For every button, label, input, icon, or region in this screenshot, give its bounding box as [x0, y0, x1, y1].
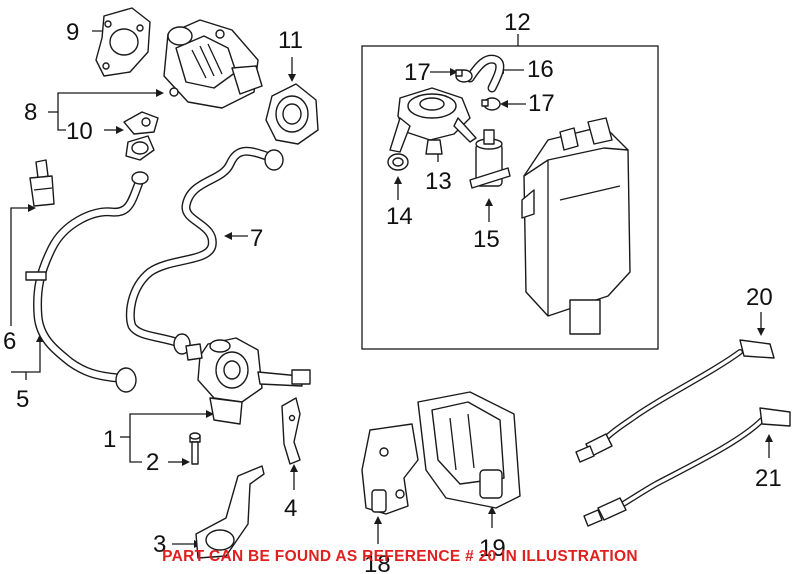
- callout-13: 13: [425, 168, 452, 195]
- part-17-clamp-lower: [481, 97, 501, 111]
- leader-lines: [10, 27, 773, 548]
- callout-18: 18: [364, 551, 391, 574]
- callout-4: 4: [284, 495, 297, 522]
- callout-20: 20: [746, 284, 773, 311]
- part-18-heat-shield: [361, 423, 419, 515]
- callout-5: 5: [16, 386, 29, 413]
- part-1-air-pump: [185, 337, 311, 425]
- part-4-bracket: [281, 397, 301, 465]
- part-19-heat-shield: [417, 391, 521, 509]
- part-11-cover: [265, 83, 319, 145]
- part-14-connector: [387, 153, 409, 171]
- part-16-hose: [465, 54, 505, 93]
- part-3-bracket: [195, 465, 265, 559]
- footer-note: PART CAN BE FOUND AS REFERENCE # 20 IN I…: [162, 548, 638, 565]
- callout-8: 8: [24, 99, 37, 126]
- callout-7: 7: [250, 225, 263, 252]
- part-10-connector: [123, 111, 159, 161]
- callout-17-upper: 17: [404, 59, 431, 86]
- callout-2: 2: [146, 449, 159, 476]
- callout-14: 14: [386, 203, 413, 230]
- callout-15: 15: [473, 226, 500, 253]
- callout-3: 3: [153, 531, 166, 558]
- part-2-bolt: [189, 432, 201, 465]
- part-12-canister: [521, 117, 631, 335]
- part-20-oxygen-sensor: [575, 339, 775, 463]
- callout-9: 9: [66, 19, 79, 46]
- part-15-filter: [469, 129, 511, 189]
- part-7-hose: [125, 146, 284, 355]
- callout-10: 10: [66, 118, 93, 145]
- part-21-oxygen-sensor: [583, 407, 791, 527]
- part-17-clamp-upper: [455, 69, 473, 83]
- callout-17-lower: 17: [528, 90, 555, 117]
- callout-6: 6: [3, 328, 16, 355]
- callout-11: 11: [278, 27, 303, 54]
- part-6-connector: [29, 159, 55, 207]
- callout-16: 16: [527, 56, 554, 83]
- part-9-gasket: [95, 7, 151, 77]
- part-13-purge-valve: [389, 87, 477, 155]
- part-5-hose: [25, 171, 149, 393]
- part-8-egr-valve: [163, 19, 263, 109]
- callout-19: 19: [479, 535, 506, 562]
- callout-21: 21: [755, 465, 782, 492]
- callout-1: 1: [103, 426, 116, 453]
- callout-12: 12: [504, 9, 531, 36]
